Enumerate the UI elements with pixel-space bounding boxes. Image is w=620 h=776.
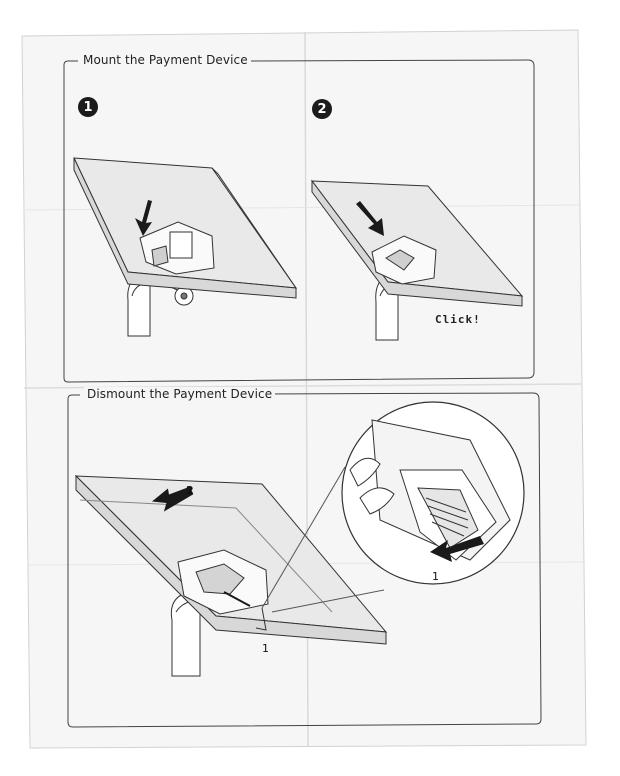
device-edge	[73, 157, 297, 299]
device-edge-3	[75, 474, 387, 645]
mount-latch	[151, 245, 169, 267]
down-right-arrow-icon	[356, 201, 384, 236]
step-1-badge: 1	[78, 97, 98, 117]
release-tab	[255, 607, 267, 631]
mount-latch-2	[385, 249, 415, 271]
magnifier-line-top	[261, 466, 346, 609]
arrow-label-release: 1	[262, 642, 269, 655]
down-left-arrow-icon	[430, 536, 484, 562]
mount-clip	[169, 231, 193, 259]
dismount-illustration	[74, 474, 388, 677]
device-edge-2	[311, 179, 523, 307]
release-arrow-small	[223, 591, 251, 607]
step-2-badge: 2	[312, 99, 332, 119]
dismount-section-title: Dismount the Payment Device	[84, 387, 276, 401]
down-arrow-icon	[135, 200, 152, 236]
arrow-label-slide: 2	[186, 484, 194, 497]
device-inner-line	[79, 499, 333, 613]
device-side	[211, 167, 297, 289]
magnified-latch	[349, 419, 511, 561]
magnifier-line-bottom	[271, 589, 385, 613]
up-left-arrow-icon	[151, 486, 194, 512]
step1-illustration	[73, 157, 298, 337]
click-caption: Click!	[435, 313, 481, 326]
arrow-label-release-detail: 1	[432, 570, 439, 583]
mount-latch-3	[195, 563, 245, 595]
stand-knob-center	[180, 292, 188, 300]
mount-frame	[63, 59, 535, 383]
dismount-frame	[67, 392, 542, 728]
mount-section-title: Mount the Payment Device	[80, 53, 251, 67]
stand-pole-3	[170, 591, 201, 677]
